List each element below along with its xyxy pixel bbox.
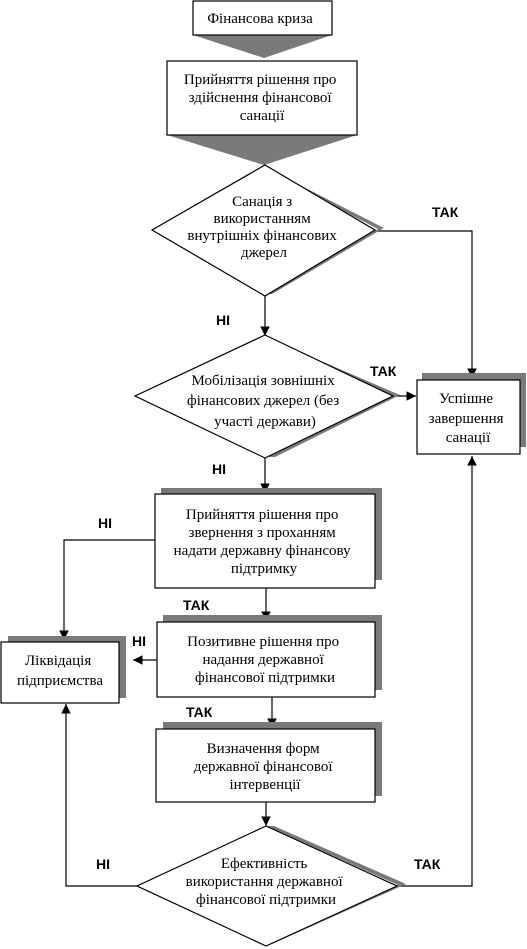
decision-sanation-text: Прийняття рішення про здійснення фінансо… [184,72,340,124]
intervention-forms-box [155,728,376,803]
crisis-box [192,0,333,36]
edge-efficiency-to-success [396,456,477,887]
shadow-wedge [167,135,357,165]
label-no-internal: НІ [216,312,230,328]
external-sources-diamond [133,334,395,459]
node-intervention-forms: Визначення форм державної фінансової інт… [155,722,382,803]
node-state-request: Прийняття рішення про звернення з прохан… [154,488,382,589]
edge-efficiency-to-liquidation [61,704,138,887]
label-no-external: НІ [212,461,226,477]
label-yes-internal: ТАК [432,204,459,220]
node-efficiency: Ефективність використання державної фіна… [135,825,406,947]
internal-sources-text: Санація з використанням внутрішніх фінан… [187,194,340,261]
edge-internal-to-success [374,230,477,378]
positive-decision-text: Позитивне рішення про надання державної … [187,634,343,686]
state-request-box [154,493,376,589]
external-sources-text: Мобілізація зовнішніх фінансових джерел … [187,373,343,430]
node-crisis: Фінансова криза [192,0,333,58]
decision-sanation-box [166,60,358,136]
node-internal-sources: Санація з використанням внутрішніх фінан… [150,164,384,297]
node-external-sources: Мобілізація зовнішніх фінансових джерел … [133,334,400,459]
internal-sources-diamond [150,164,377,297]
node-liquidation: Ліквідація підприємства [0,636,126,704]
state-request-text: Прийняття рішення про звернення з прохан… [174,507,355,577]
label-no-efficiency: НІ [96,856,110,872]
label-yes-positive: ТАК [186,704,213,720]
label-no-positive: НІ [132,633,146,649]
shadow-wedge [193,35,332,58]
efficiency-text: Ефективність використання державної фіна… [186,856,347,908]
success-text: Успішне завершення санації [429,391,508,446]
node-positive-decision: Позитивне рішення про надання державної … [156,615,382,698]
crisis-text: Фінансова криза [207,11,313,27]
edge-labels: ТАК НІ ТАК НІ НІ ТАК НІ ТАК НІ ТАК [96,204,459,872]
node-decision-sanation: Прийняття рішення про здійснення фінансо… [166,60,358,165]
efficiency-diamond [135,825,399,947]
label-no-staterequest: НІ [98,515,112,531]
label-yes-staterequest: ТАК [183,597,210,613]
intervention-forms-text: Визначення форм державної фінансової інт… [194,741,337,793]
node-success: Успішне завершення санації [416,373,526,455]
label-yes-efficiency: ТАК [414,856,441,872]
connectors [59,230,477,887]
liquidation-text: Ліквідація підприємства [17,653,103,689]
liquidation-box [0,641,120,704]
success-box [416,379,521,455]
edge-staterequest-to-liquidation [59,539,155,640]
label-yes-external: ТАК [370,363,397,379]
positive-decision-box [156,621,376,698]
